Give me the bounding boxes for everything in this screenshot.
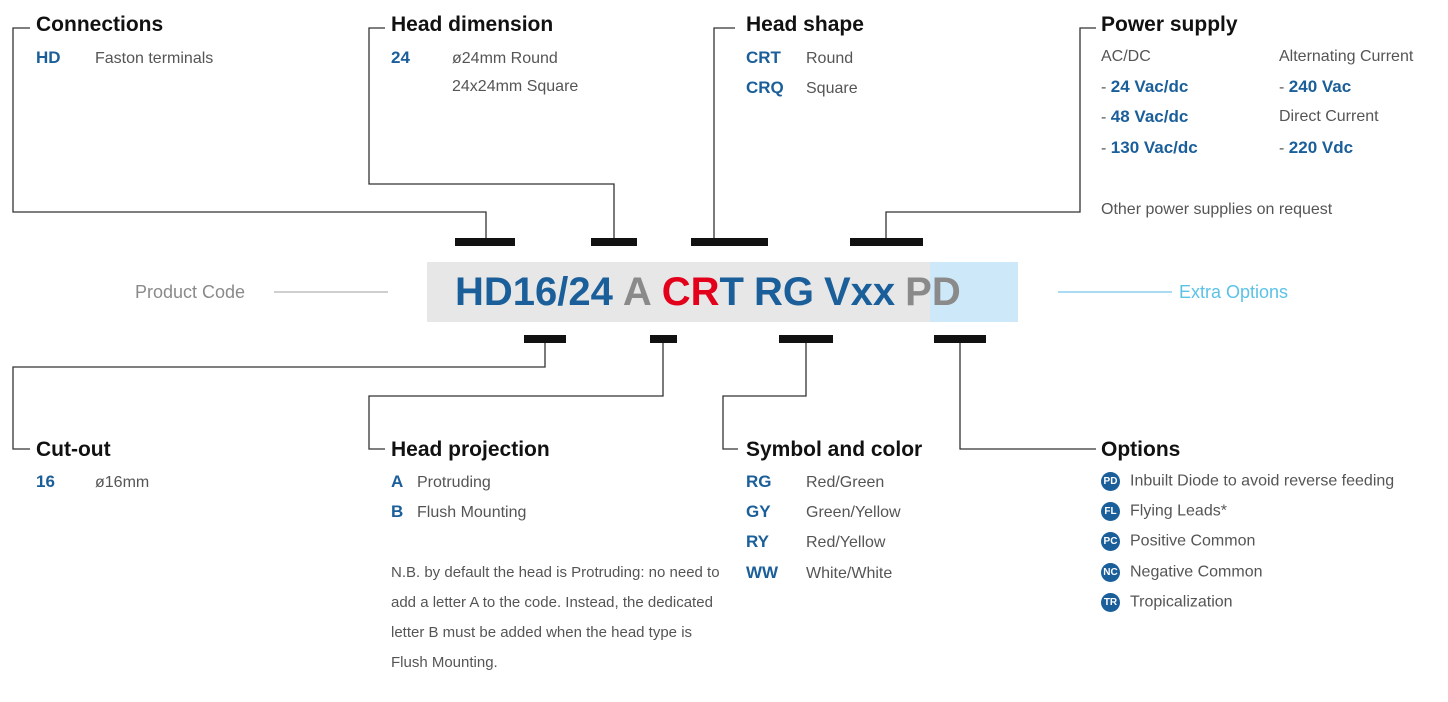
option-desc: Flying Leads* (1130, 502, 1227, 520)
power-supply-title: Power supply (1101, 13, 1238, 36)
option-item: PD Inbuilt Diode to avoid reverse feeding (1101, 472, 1394, 491)
connector-cut-out (12, 343, 546, 450)
marker-cut-out (524, 335, 566, 343)
head-shape-code: CRQ (746, 78, 784, 97)
head-shape-title: Head shape (746, 13, 864, 36)
connection-desc: Faston terminals (95, 50, 214, 67)
head-shape-desc: Square (806, 80, 858, 97)
power-ac-header: Alternating Current (1279, 48, 1414, 65)
head-shape-item: CRQ Square (746, 78, 858, 98)
cut-out-title: Cut-out (36, 438, 111, 461)
marker-head-projection (650, 335, 677, 343)
connector-head-dimension (368, 27, 615, 238)
option-desc: Inbuilt Diode to avoid reverse feeding (1130, 472, 1395, 490)
marker-options (934, 335, 986, 343)
connector-head-shape (713, 27, 735, 238)
head-projection-desc: Flush Mounting (417, 504, 527, 521)
extra-options-label: Extra Options (1179, 282, 1289, 302)
symbol-color-code: GY (746, 502, 771, 521)
marker-head-shape (691, 238, 768, 246)
option-desc: Negative Common (1130, 563, 1263, 581)
symbol-color-item: GY Green/Yellow (746, 502, 901, 522)
connector-power-supply (885, 27, 1096, 238)
marker-connections (455, 238, 515, 246)
connection-code: HD (36, 48, 61, 67)
head-projection-item: A Protruding (391, 472, 491, 492)
power-ac-value: - 240 Vac (1279, 77, 1352, 96)
head-dimension-code: 24 (391, 48, 410, 67)
option-tr-icon: TR (1101, 593, 1120, 612)
cut-out-code: 16 (36, 472, 55, 491)
code-part-t: T (719, 270, 744, 314)
option-item: NC Negative Common (1101, 563, 1263, 582)
connections-title: Connections (36, 13, 164, 36)
connector-connections (12, 27, 487, 238)
symbol-color-title: Symbol and color (746, 438, 923, 461)
symbol-color-desc: Green/Yellow (806, 504, 901, 521)
head-shape-item: CRT Round (746, 48, 853, 68)
symbol-color-code: WW (746, 563, 779, 582)
code-part-pd: PD (905, 270, 961, 314)
head-projection-code: A (391, 472, 404, 491)
marker-head-dimension (591, 238, 637, 246)
head-projection-item: B Flush Mounting (391, 502, 526, 522)
head-dimension-desc-round: ø24mm Round (452, 50, 558, 67)
cut-out-item: 16 ø16mm (36, 472, 149, 492)
connector-head-projection (368, 343, 664, 450)
marker-symbol-color (779, 335, 833, 343)
head-shape-code: CRT (746, 48, 781, 67)
symbol-color-code: RY (746, 532, 769, 551)
cut-out-desc: ø16mm (95, 474, 150, 491)
option-item: PC Positive Common (1101, 532, 1255, 551)
option-nc-icon: NC (1101, 563, 1120, 582)
product-code-box (427, 262, 1018, 322)
power-dc-value: - 220 Vdc (1279, 138, 1354, 157)
option-pc-icon: PC (1101, 532, 1120, 551)
symbol-color-desc: White/White (806, 565, 893, 582)
product-code-label: Product Code (135, 282, 246, 302)
code-part-hd: HD16/24 (455, 270, 613, 314)
option-item: TR Tropicalization (1101, 593, 1233, 612)
power-acdc-value: - 48 Vac/dc (1101, 107, 1189, 126)
code-part-cr: CR (661, 270, 720, 314)
extra-options-box (930, 262, 1018, 322)
option-pd-icon: PD (1101, 472, 1120, 491)
head-projection-note: N.B. by default the head is Protruding: … (391, 564, 720, 671)
option-item: FL Flying Leads* (1101, 502, 1227, 521)
symbol-color-item: RG Red/Green (746, 472, 884, 492)
head-dimension-desc-square: 24x24mm Square (452, 78, 579, 95)
head-projection-desc: Protruding (417, 474, 491, 491)
power-supply-note: Other power supplies on request (1101, 201, 1333, 218)
head-shape-desc: Round (806, 50, 854, 67)
symbol-color-item: RY Red/Yellow (746, 532, 885, 552)
marker-power-supply (850, 238, 923, 246)
option-fl-icon: FL (1101, 502, 1120, 521)
symbol-color-desc: Red/Yellow (806, 534, 886, 551)
code-part-a: A (622, 270, 652, 314)
connections-item: HD Faston terminals (36, 48, 213, 68)
head-dimension-title: Head dimension (391, 13, 554, 36)
connector-options (959, 343, 995, 450)
symbol-color-desc: Red/Green (806, 474, 885, 491)
connector-symbol-color (722, 343, 807, 450)
code-part-rg: RG (753, 270, 814, 314)
option-desc: Tropicalization (1130, 593, 1233, 611)
power-dc-header: Direct Current (1279, 108, 1379, 125)
symbol-color-item: WW White/White (746, 563, 892, 583)
symbol-color-code: RG (746, 472, 772, 491)
head-projection-code: B (391, 502, 404, 521)
options-title: Options (1101, 438, 1181, 461)
head-projection-title: Head projection (391, 438, 550, 461)
power-acdc-value: - 130 Vac/dc (1101, 138, 1198, 157)
head-dimension-item: 24x24mm Square (452, 78, 578, 96)
option-desc: Positive Common (1130, 532, 1256, 550)
power-acdc-value: - 24 Vac/dc (1101, 77, 1189, 96)
head-dimension-item: 24 ø24mm Round (391, 48, 558, 68)
code-part-vxx: Vxx (823, 270, 896, 314)
power-acdc-header: AC/DC (1101, 48, 1151, 65)
